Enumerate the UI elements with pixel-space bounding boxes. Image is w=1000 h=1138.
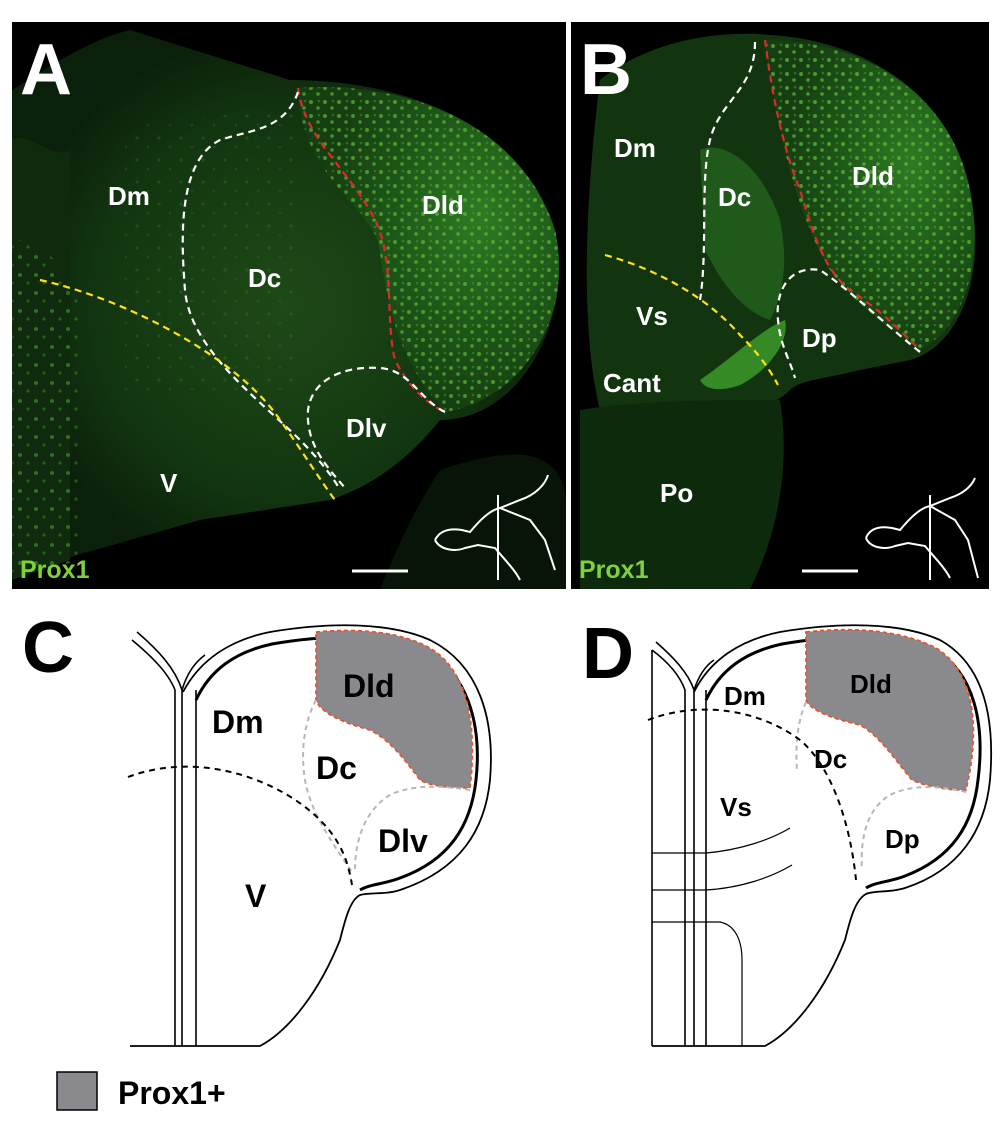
tissue-a-lower bbox=[380, 454, 566, 589]
boundary-d-dp bbox=[860, 786, 967, 871]
orientation-icon-b bbox=[865, 477, 979, 580]
cells-b-dld bbox=[765, 40, 975, 350]
panel-d: D Dm Dld Dc Vs Dp bbox=[582, 614, 993, 1047]
boundary-a-yellow bbox=[39, 278, 336, 501]
boundary-d-dc bbox=[795, 701, 807, 771]
midline-c-join bbox=[181, 654, 206, 691]
boundary-c-dc bbox=[302, 699, 353, 873]
region-a-dld: Dld bbox=[422, 190, 464, 220]
ventral-line-d-1 bbox=[652, 827, 791, 854]
region-d-dp: Dp bbox=[885, 824, 920, 854]
region-c-dm: Dm bbox=[212, 704, 264, 740]
region-b-dc: Dc bbox=[718, 182, 751, 212]
boundary-d-ventral bbox=[647, 708, 857, 881]
region-d-dm: Dm bbox=[724, 681, 766, 711]
legend-label: Prox1+ bbox=[118, 1075, 226, 1111]
region-a-dm: Dm bbox=[108, 181, 150, 211]
bright-b-stalk bbox=[700, 320, 786, 390]
panel-d-letter: D bbox=[582, 614, 634, 694]
boundary-c-dlv bbox=[354, 785, 471, 871]
region-b-dp: Dp bbox=[802, 323, 837, 353]
region-c-dlv: Dlv bbox=[378, 823, 428, 859]
boundary-b-white bbox=[698, 41, 757, 301]
region-b-dm: Dm bbox=[614, 133, 656, 163]
panel-a-letter: A bbox=[20, 30, 72, 110]
panel-c-letter: C bbox=[22, 608, 74, 688]
stain-label-a: Prox1 bbox=[20, 556, 90, 584]
panel-b: B Prox1 Dm Dc Dld Vs Dp Cant Po bbox=[571, 22, 989, 589]
legend: Prox1+ bbox=[56, 1071, 226, 1111]
region-b-cant: Cant bbox=[603, 368, 661, 398]
panel-c: C Dld Dm Dc Dlv V bbox=[22, 608, 492, 1047]
boundary-b-dp bbox=[776, 268, 921, 379]
cells-a-sparse bbox=[120, 100, 300, 400]
midline-d-join bbox=[693, 659, 715, 691]
region-d-vs: Vs bbox=[720, 792, 752, 822]
region-b-dld: Dld bbox=[852, 161, 894, 191]
panel-a: A Prox1 Dm Dc Dld Dlv V bbox=[12, 22, 566, 589]
outer-contour-c bbox=[130, 624, 492, 1047]
region-d-dld: Dld bbox=[850, 669, 892, 699]
legend-swatch bbox=[56, 1071, 98, 1111]
boundary-b-red bbox=[763, 39, 921, 351]
cells-a-dld bbox=[298, 87, 560, 412]
boundary-a-white bbox=[181, 91, 341, 491]
region-b-po: Po bbox=[660, 478, 693, 508]
tissue-b-po bbox=[580, 400, 784, 589]
orientation-icon-a bbox=[434, 474, 556, 581]
region-a-v: V bbox=[160, 468, 178, 498]
region-c-dld: Dld bbox=[343, 668, 395, 704]
midline-d-outer bbox=[651, 649, 686, 1046]
inner-contour-d bbox=[704, 635, 982, 890]
region-a-dlv: Dlv bbox=[346, 413, 387, 443]
cells-a-v bbox=[12, 240, 80, 580]
boundary-a-red bbox=[296, 87, 446, 413]
region-b-dc-fill bbox=[700, 147, 785, 320]
boundary-a-dlv bbox=[306, 366, 446, 489]
midline-d-mid bbox=[655, 641, 695, 1046]
region-a-dc: Dc bbox=[248, 263, 281, 293]
ventral-line-d-3 bbox=[652, 921, 743, 1046]
panel-b-letter: B bbox=[580, 30, 632, 110]
outer-contour-d bbox=[652, 624, 993, 1047]
boundary-b-yellow bbox=[604, 253, 779, 386]
region-b-vs: Vs bbox=[636, 301, 668, 331]
region-c-v: V bbox=[245, 878, 267, 914]
region-d-dc: Dc bbox=[814, 744, 847, 774]
ventral-line-d-2 bbox=[652, 864, 793, 891]
region-d-dld-shaded bbox=[805, 628, 975, 791]
midline-c-outer bbox=[131, 639, 176, 1046]
region-c-dc: Dc bbox=[316, 750, 357, 786]
stain-label-b: Prox1 bbox=[579, 556, 649, 584]
